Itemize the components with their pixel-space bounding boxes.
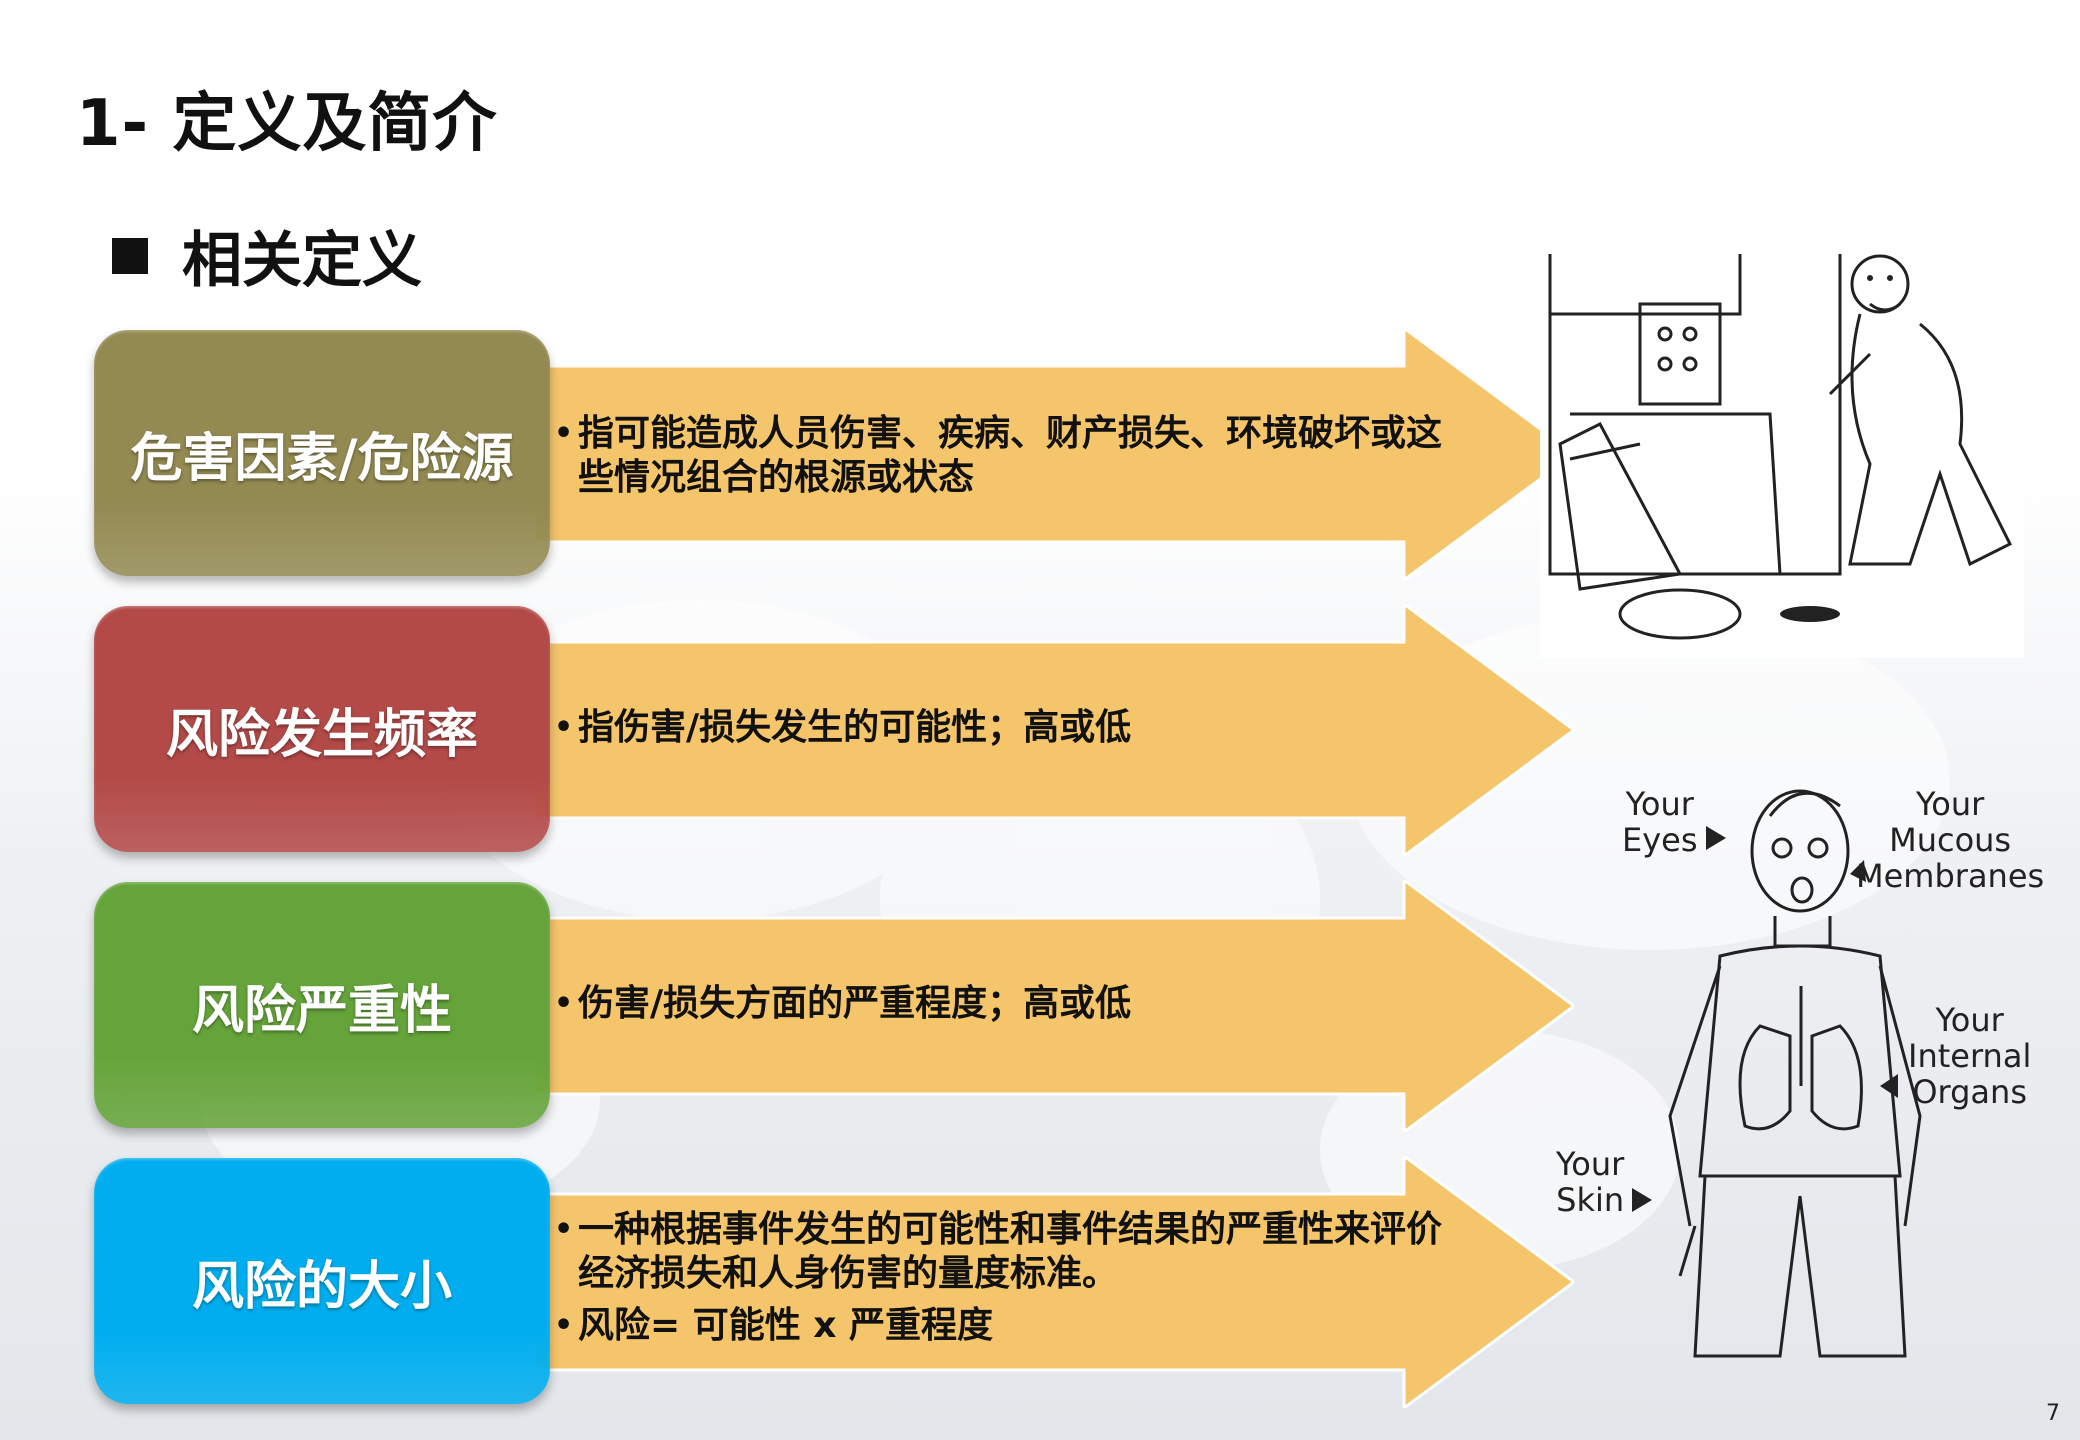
label-organs-line: Your [1935, 1001, 2004, 1039]
label-mucous-line: Mucous [1889, 821, 2012, 859]
desc-item: • 伤害/损失方面的严重程度；高或低 [554, 982, 1474, 1026]
label-organs-line: Organs [1912, 1073, 2027, 1111]
arrow-shape [534, 1156, 1574, 1408]
arrow-shape [534, 880, 1574, 1132]
page-title: 1- 定义及简介 [76, 87, 498, 161]
bullet-dot-icon: • [554, 710, 574, 745]
section-heading: 相关定义 [112, 212, 422, 299]
bullet-dot-icon: • [554, 1308, 574, 1343]
label-magnitude: 风险的大小 [94, 1158, 550, 1404]
desc-severity: • 伤害/损失方面的严重程度；高或低 [554, 982, 1474, 1026]
label-severity-text: 风险严重性 [191, 980, 452, 1041]
label-frequency-text: 风险发生频率 [165, 704, 478, 765]
definition-row-hazard: 危害因素/危险源 • 指可能造成人员伤害、疾病、财产损失、环境破坏或这些情况组合… [94, 328, 1574, 580]
desc-item: • 风险= 可能性 x 严重程度 [554, 1304, 1454, 1348]
label-mucous-line: Membranes [1856, 857, 2045, 895]
label-eyes-line: Your [1625, 785, 1694, 823]
label-skin: Your Skin [1556, 1146, 1624, 1218]
label-skin-line: Skin [1556, 1181, 1625, 1219]
definition-row-magnitude: 风险的大小 • 一种根据事件发生的可能性和事件结果的严重性来评价经济损失和人身伤… [94, 1156, 1574, 1408]
desc-text: 一种根据事件发生的可能性和事件结果的严重性来评价经济损失和人身伤害的量度标准。 [578, 1209, 1443, 1294]
label-organs-line: Internal [1908, 1037, 2032, 1075]
bullet-dot-icon: • [554, 1212, 574, 1247]
arrow-shape [534, 604, 1574, 856]
label-mucous-membranes: Your Mucous Membranes [1856, 786, 2044, 894]
desc-item: • 指可能造成人员伤害、疾病、财产损失、环境破坏或这些情况组合的根源或状态 [554, 412, 1474, 500]
desc-text: 指伤害/损失发生的可能性；高或低 [578, 707, 1132, 748]
label-hazard-text: 危害因素/危险源 [130, 428, 514, 489]
label-severity: 风险严重性 [94, 882, 550, 1128]
definition-row-severity: 风险严重性 • 伤害/损失方面的严重程度；高或低 [94, 880, 1574, 1132]
bullet-dot-icon: • [554, 416, 574, 451]
label-frequency: 风险发生频率 [94, 606, 550, 852]
desc-frequency: • 指伤害/损失发生的可能性；高或低 [554, 706, 1474, 750]
label-magnitude-text: 风险的大小 [191, 1256, 452, 1317]
label-eyes: Your Eyes [1622, 786, 1698, 858]
bullet-dot-icon: • [554, 986, 574, 1021]
label-skin-line: Your [1556, 1145, 1625, 1183]
label-internal-organs: Your Internal Organs [1908, 1002, 2031, 1110]
exposure-routes-illustration [1632, 789, 1922, 1358]
injured-worker-illustration [1540, 244, 2024, 658]
label-eyes-line: Eyes [1622, 821, 1698, 859]
desc-magnitude: • 一种根据事件发生的可能性和事件结果的严重性来评价经济损失和人身伤害的量度标准… [554, 1208, 1454, 1348]
arrow-shape [534, 328, 1574, 580]
section-heading-text: 相关定义 [182, 226, 422, 296]
label-hazard: 危害因素/危险源 [94, 330, 550, 576]
square-bullet-icon [112, 237, 148, 274]
desc-text: 伤害/损失方面的严重程度；高或低 [578, 983, 1132, 1024]
desc-hazard: • 指可能造成人员伤害、疾病、财产损失、环境破坏或这些情况组合的根源或状态 [554, 412, 1474, 500]
label-mucous-line: Your [1915, 785, 1985, 823]
desc-item: • 一种根据事件发生的可能性和事件结果的严重性来评价经济损失和人身伤害的量度标准… [554, 1208, 1454, 1296]
definition-row-frequency: 风险发生频率 • 指伤害/损失发生的可能性；高或低 [94, 604, 1574, 856]
page-number: 7 [2046, 1401, 2060, 1426]
desc-item: • 指伤害/损失发生的可能性；高或低 [554, 706, 1474, 750]
desc-text: 指可能造成人员伤害、疾病、财产损失、环境破坏或这些情况组合的根源或状态 [578, 413, 1443, 498]
desc-text: 风险= 可能性 x 严重程度 [578, 1305, 993, 1346]
